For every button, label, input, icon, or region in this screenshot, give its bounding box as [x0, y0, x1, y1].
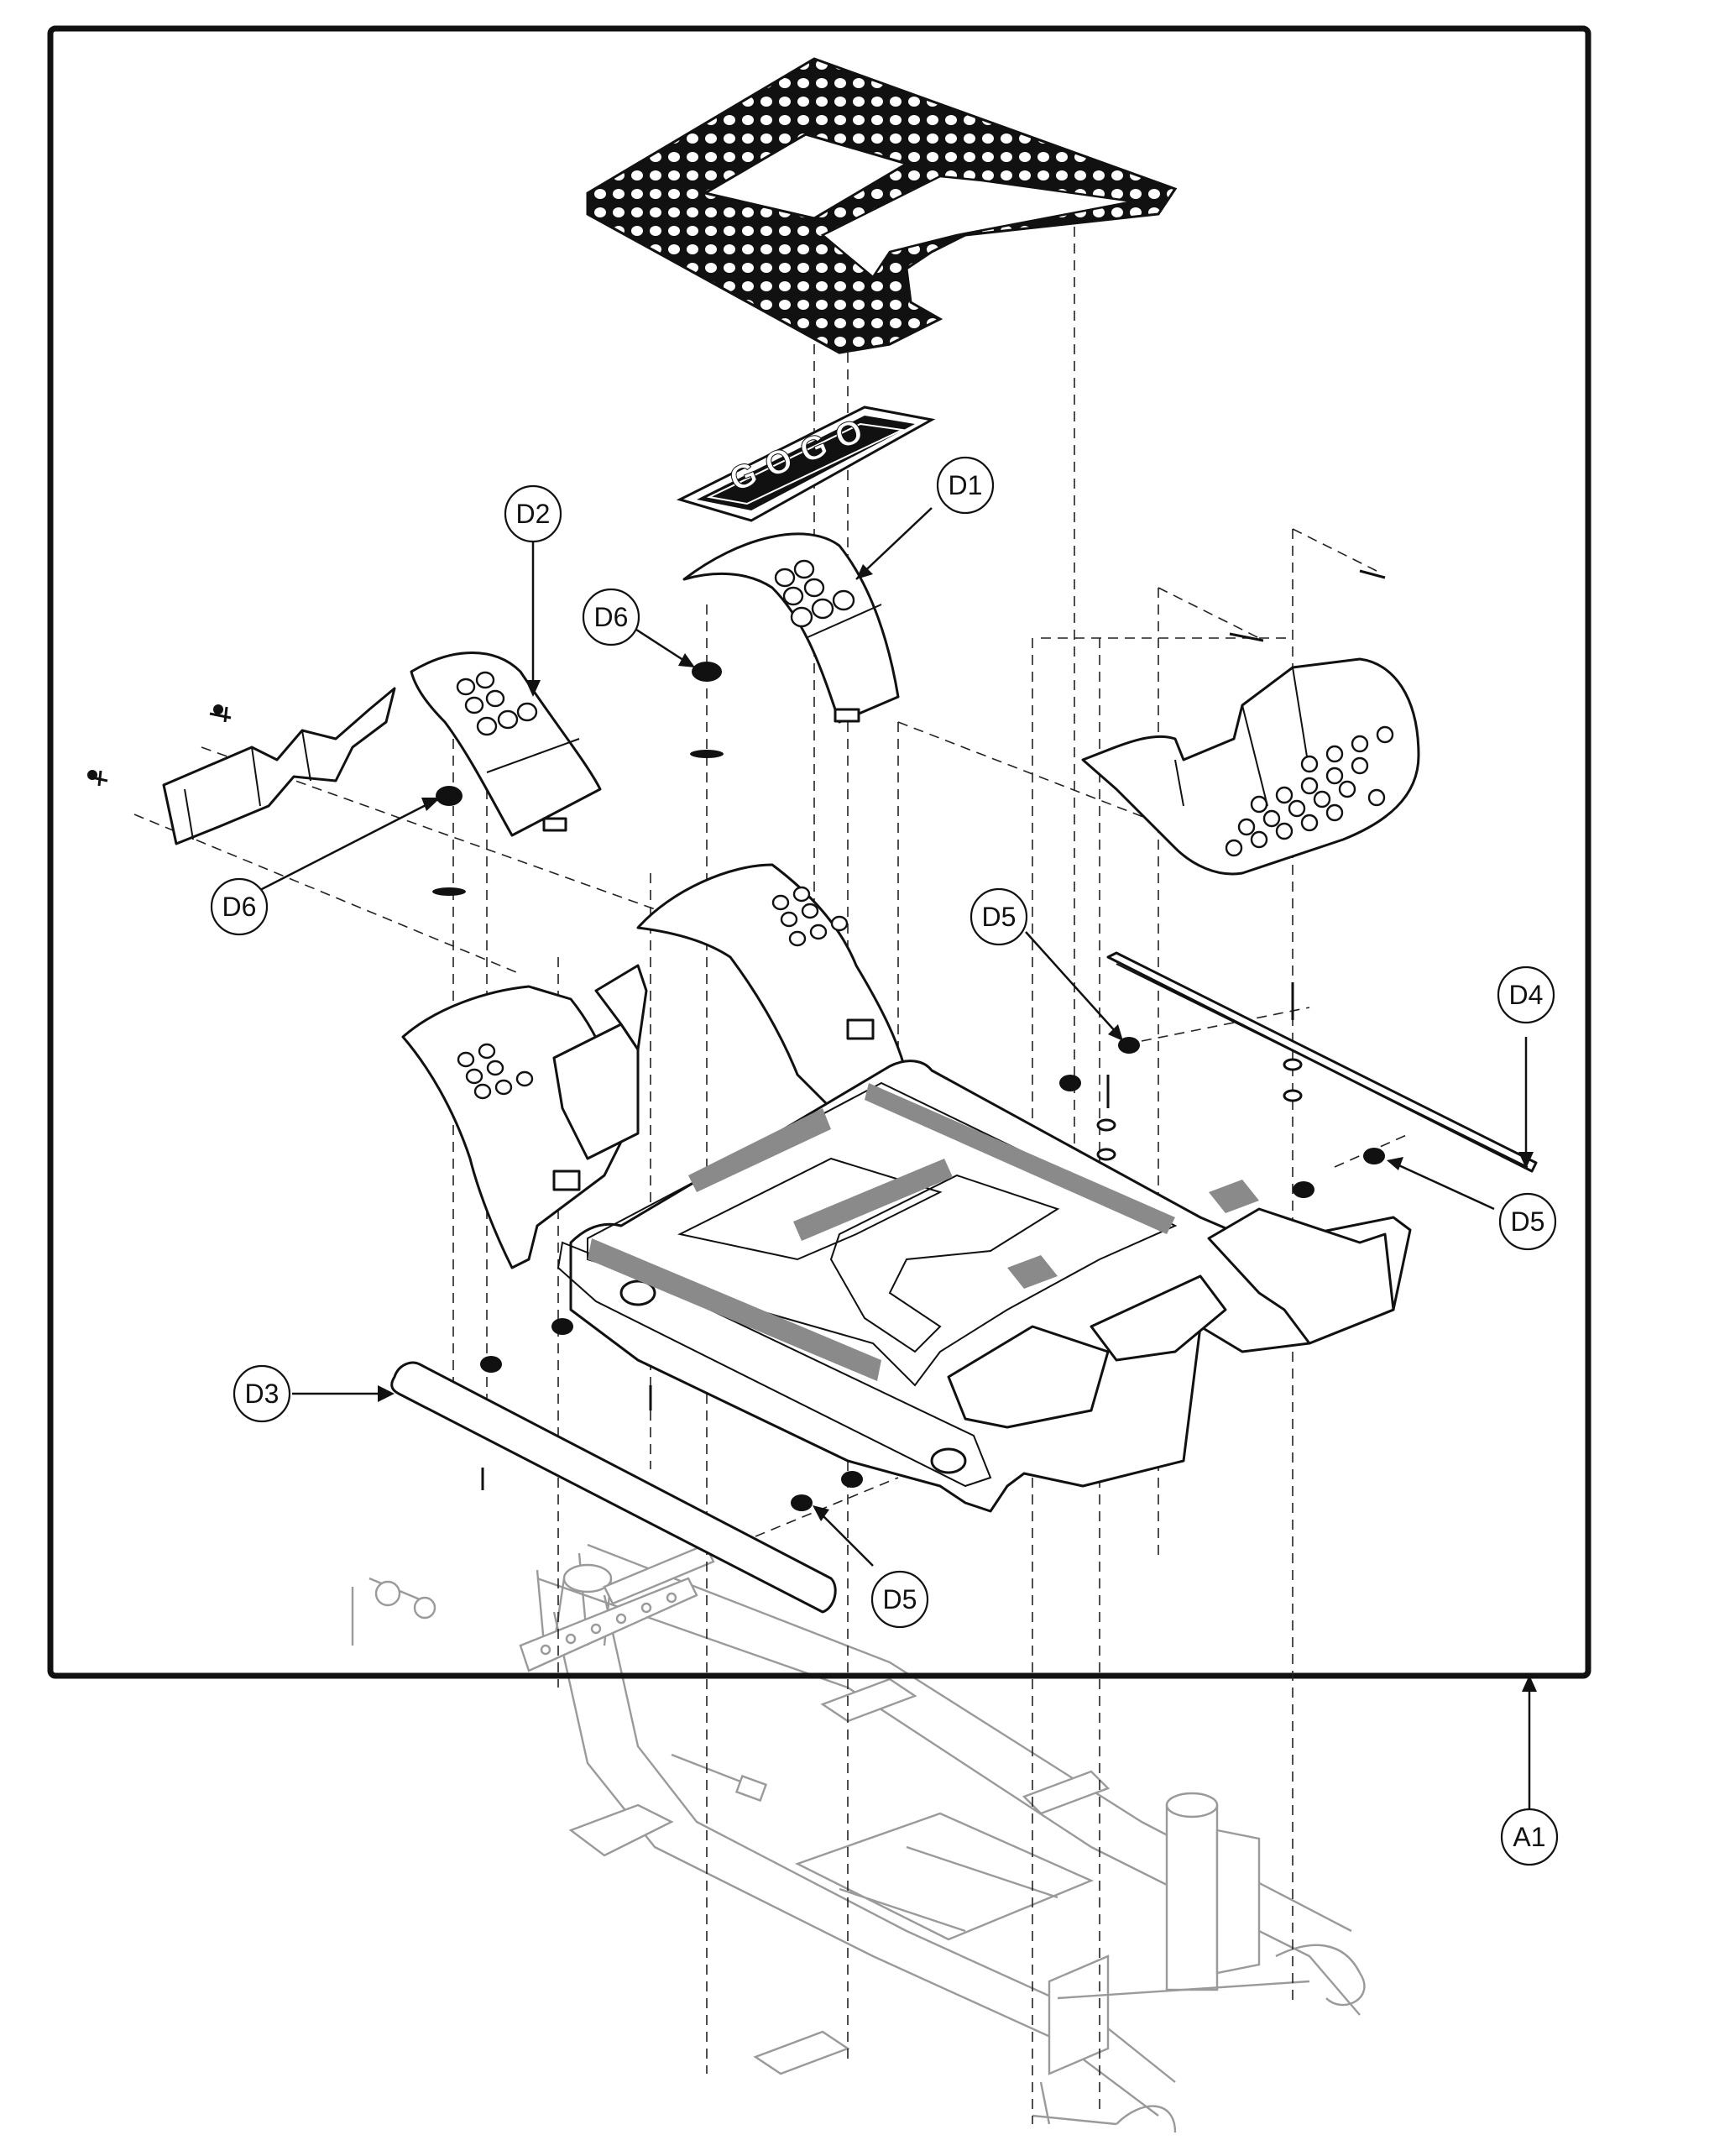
fender-cover-d2: [410, 652, 602, 837]
front-bracket: [87, 687, 396, 845]
callout-d2-label: D2: [516, 499, 551, 529]
grommets: [432, 662, 1385, 1511]
fender-cover-d1: [682, 532, 900, 724]
front-bumper-d3: [390, 1361, 837, 1614]
callout-d2: D2: [504, 484, 562, 543]
main-shroud: [401, 863, 1412, 1513]
leader-arrows: [259, 507, 1537, 1809]
shroud-holes: [457, 886, 849, 1100]
d1-holes: [774, 559, 855, 628]
callout-d4: D4: [1497, 965, 1555, 1024]
callout-d5-bottom: D5: [870, 1570, 929, 1629]
frame-ghost: [351, 1543, 1366, 2133]
callout-d5-top: D5: [969, 887, 1028, 946]
side-strip-d4: [1106, 951, 1538, 1173]
callout-d6-top-label: D6: [594, 602, 629, 632]
rear-basket: [1081, 657, 1420, 876]
callout-d1: D1: [936, 456, 995, 515]
callout-d6-top: D6: [582, 588, 640, 646]
floor-decals: [588, 1083, 1259, 1381]
d2-holes: [456, 671, 538, 736]
callout-a1: A1: [1500, 1808, 1559, 1866]
callout-d5-right: D5: [1498, 1192, 1557, 1251]
callout-d3: D3: [233, 1364, 291, 1423]
callout-d5-top-label: D5: [982, 902, 1017, 932]
callout-d5-right-label: D5: [1511, 1206, 1545, 1237]
logo-plate: GOGO: [676, 406, 936, 522]
callout-d3-label: D3: [245, 1379, 280, 1409]
perforated-floor-mat: [586, 57, 1178, 354]
callout-a1-label: A1: [1513, 1822, 1545, 1852]
callout-d4-label: D4: [1509, 980, 1544, 1010]
callout-d6-left-label: D6: [222, 892, 257, 922]
basket-holes: [1225, 725, 1394, 857]
callout-d5-bottom-label: D5: [883, 1584, 917, 1614]
assembly-box-a1: [47, 25, 1591, 1679]
washers: [481, 1058, 1303, 1490]
callout-d1-label: D1: [949, 470, 983, 500]
callout-d6-left: D6: [210, 877, 269, 936]
crossbar-holes: [540, 1592, 677, 1656]
basket-screws: [1106, 569, 1386, 1108]
